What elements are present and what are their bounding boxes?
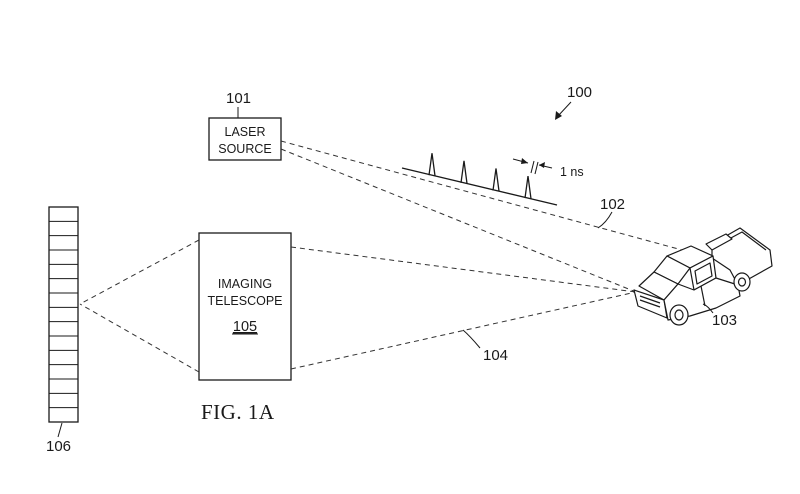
laser-ref-label: 101 <box>226 90 251 107</box>
return-ref-leader <box>462 329 481 349</box>
target-ref-label: 103 <box>712 312 737 329</box>
laser-pulse <box>460 160 468 184</box>
system-ref-label: 100 <box>567 84 592 101</box>
pulse-train <box>401 153 558 206</box>
target-truck <box>633 227 773 326</box>
return-beam <box>290 246 637 370</box>
telescope-ref-label: 105 <box>233 319 257 335</box>
pulse-spacing-indicator <box>512 158 553 175</box>
target-ref-leader <box>702 303 714 314</box>
laser-source-box <box>208 117 282 161</box>
laser-label-line1: LASER <box>225 125 266 139</box>
laser-pulse <box>492 168 500 192</box>
telescope-label-line2: TELESCOPE <box>207 294 282 308</box>
focus-beam <box>79 239 200 373</box>
pulse-spacing-label: 1 ns <box>560 165 584 179</box>
laser-pulse <box>524 175 532 199</box>
laser-label-line2: SOURCE <box>218 142 271 156</box>
detector-array <box>48 206 79 423</box>
detector-ref-label: 106 <box>46 438 71 455</box>
system-ref-arrow <box>555 101 572 120</box>
beam-ref-leader <box>597 211 613 229</box>
beam-ref-label: 102 <box>600 196 625 213</box>
figure-caption: FIG. 1A <box>201 400 275 424</box>
imaging-telescope-box <box>198 232 292 381</box>
outgoing-beam <box>280 140 683 293</box>
laser-pulse <box>428 153 436 176</box>
detector-ref-leader <box>57 422 63 438</box>
return-ref-label: 104 <box>483 347 508 364</box>
telescope-label-line1: IMAGING <box>218 277 272 291</box>
